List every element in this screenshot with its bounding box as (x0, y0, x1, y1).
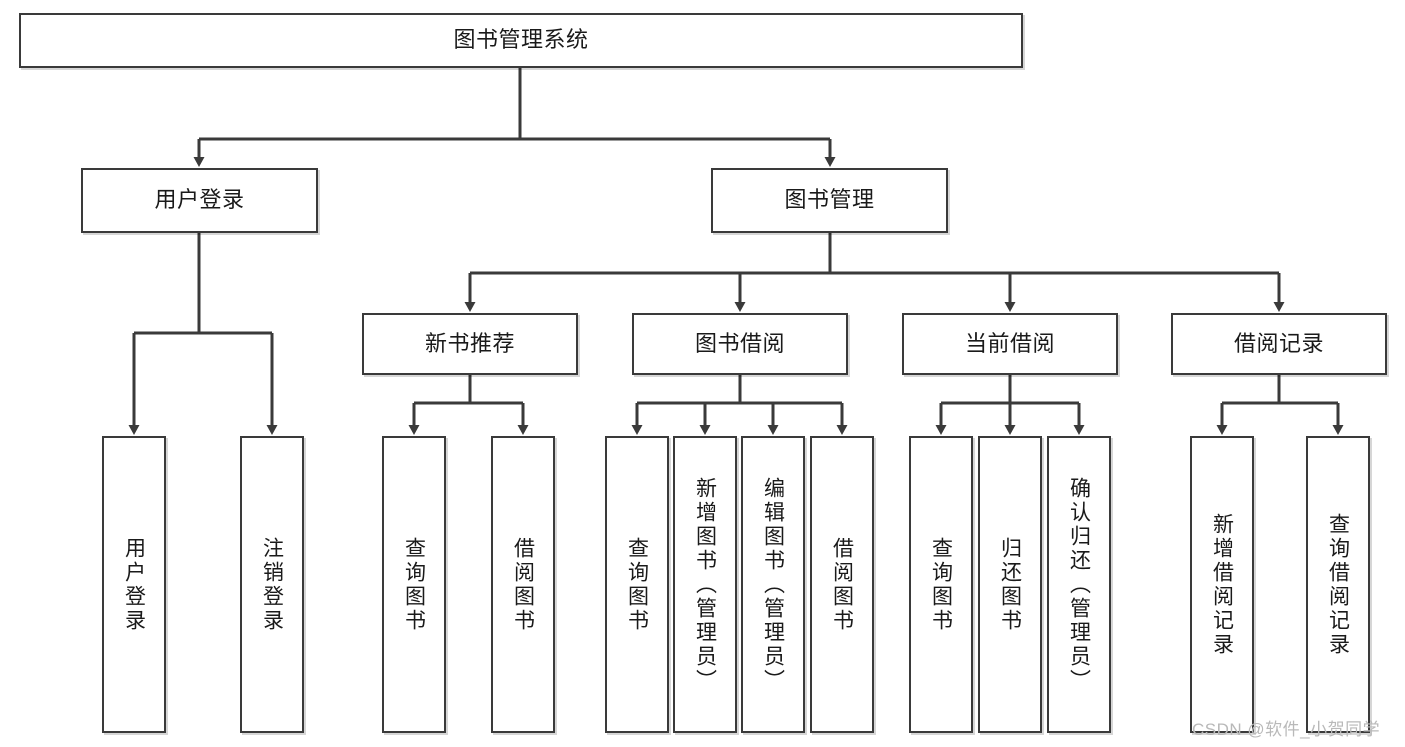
leaf-label: 注销登录 (260, 536, 284, 633)
csdn-watermark: CSDN @软件_小贺同学 (1192, 720, 1381, 739)
leaf-label: 借阅图书 (511, 536, 535, 633)
leaf-current-borrow-return-book[interactable]: 归还图书 (978, 436, 1042, 733)
leaf-user-logout[interactable]: 注销登录 (240, 436, 304, 733)
node-user-login[interactable]: 用户登录 (81, 168, 318, 233)
leaf-label: 查询图书 (929, 536, 953, 633)
leaf-label: 确认归还（管理员） (1067, 476, 1091, 693)
node-label: 新书推荐 (424, 330, 515, 356)
node-new-book-recommend[interactable]: 新书推荐 (362, 313, 578, 375)
leaf-label: 用户登录 (122, 536, 146, 633)
leaf-current-borrow-confirm-return-admin[interactable]: 确认归还（管理员） (1047, 436, 1111, 733)
node-borrow-record[interactable]: 借阅记录 (1171, 313, 1387, 375)
leaf-label: 新增借阅记录 (1210, 512, 1234, 657)
leaf-new-book-query-book[interactable]: 查询图书 (382, 436, 446, 733)
leaf-book-borrow-edit-book-admin[interactable]: 编辑图书（管理员） (741, 436, 805, 733)
leaf-book-borrow-add-book-admin[interactable]: 新增图书（管理员） (673, 436, 737, 733)
leaf-user-login[interactable]: 用户登录 (102, 436, 166, 733)
leaf-label: 编辑图书（管理员） (761, 476, 785, 693)
leaf-label: 查询图书 (402, 536, 426, 633)
node-label: 图书管理 (784, 187, 875, 213)
leaf-book-borrow-borrow-book[interactable]: 借阅图书 (810, 436, 874, 733)
leaf-label: 借阅图书 (830, 536, 854, 633)
node-current-borrow[interactable]: 当前借阅 (902, 313, 1118, 375)
leaf-current-borrow-query-book[interactable]: 查询图书 (909, 436, 973, 733)
leaf-borrow-record-add-record[interactable]: 新增借阅记录 (1190, 436, 1254, 733)
leaf-label: 查询图书 (625, 536, 649, 633)
node-label: 图书借阅 (694, 330, 785, 356)
node-book-management[interactable]: 图书管理 (711, 168, 948, 233)
leaf-label: 查询借阅记录 (1326, 512, 1350, 657)
node-label: 用户登录 (154, 187, 245, 213)
leaf-label: 新增图书（管理员） (693, 476, 717, 693)
node-book-borrow[interactable]: 图书借阅 (632, 313, 848, 375)
leaf-new-book-borrow-book[interactable]: 借阅图书 (491, 436, 555, 733)
leaf-book-borrow-query-book[interactable]: 查询图书 (605, 436, 669, 733)
node-label: 借阅记录 (1233, 330, 1324, 356)
node-label: 当前借阅 (964, 330, 1055, 356)
leaf-label: 归还图书 (998, 536, 1022, 633)
node-root-book-management-system[interactable]: 图书管理系统 (19, 13, 1023, 68)
leaf-borrow-record-query-record[interactable]: 查询借阅记录 (1306, 436, 1370, 733)
node-label: 图书管理系统 (453, 27, 589, 53)
